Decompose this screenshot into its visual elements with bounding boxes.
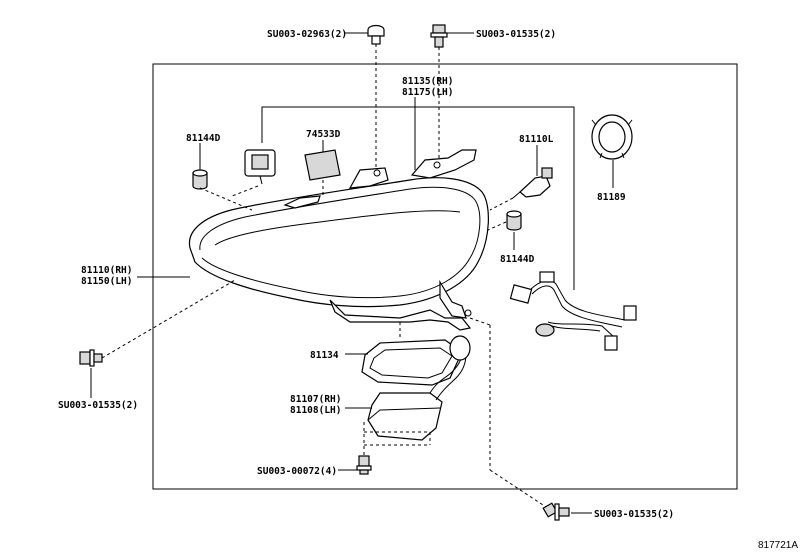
part-labels: SU003-02963(2) SU003-01535(2) 81135(RH) … [58,29,798,551]
label-81107-rh: 81107(RH) [290,394,341,405]
label-81110-rh: 81110(RH) [81,265,132,276]
label-81144d-left: 81144D [186,133,221,144]
label-81189: 81189 [597,192,626,203]
label-81134: 81134 [310,350,339,361]
bulb-81110l [512,167,553,199]
diagram-reference: 817721A [758,540,798,551]
label-81108-lh: 81108(LH) [290,405,341,416]
gasket-81134 [361,339,463,386]
screw-02963 [367,24,385,45]
bracket-81135 [261,106,575,290]
label-81150-lh: 81150(LH) [81,276,132,287]
label-81144d-right: 81144D [500,254,535,265]
label-su003-01535-top: SU003-01535(2) [476,29,556,40]
label-su003-01535-bottom: SU003-01535(2) [594,509,674,520]
label-su003-00072: SU003-00072(4) [257,466,337,477]
dashed-lines [101,44,547,508]
label-su003-01535-left: SU003-01535(2) [58,400,138,411]
leader-lines [90,32,614,514]
bolt-01535-left [79,349,103,367]
label-81175-lh: 81175(LH) [402,87,453,98]
label-81135-rh: 81135(RH) [402,76,453,87]
cap-81189 [591,114,633,160]
label-74533d [304,149,341,181]
label-74533d: 74533D [306,129,341,140]
headlamp-housing [188,149,489,331]
ballast-81107 [367,335,471,441]
grommet-81144d-right [506,210,522,231]
label-su003-02963: SU003-02963(2) [267,29,347,40]
screw-00072 [356,455,372,475]
wire-harness [509,271,637,351]
grommet-81144d-left [192,169,208,190]
bolt-01535-bottom [542,502,570,521]
label-81110l: 81110L [519,134,554,145]
bolt-01535-top [430,24,448,48]
bulb-socket [244,149,276,185]
